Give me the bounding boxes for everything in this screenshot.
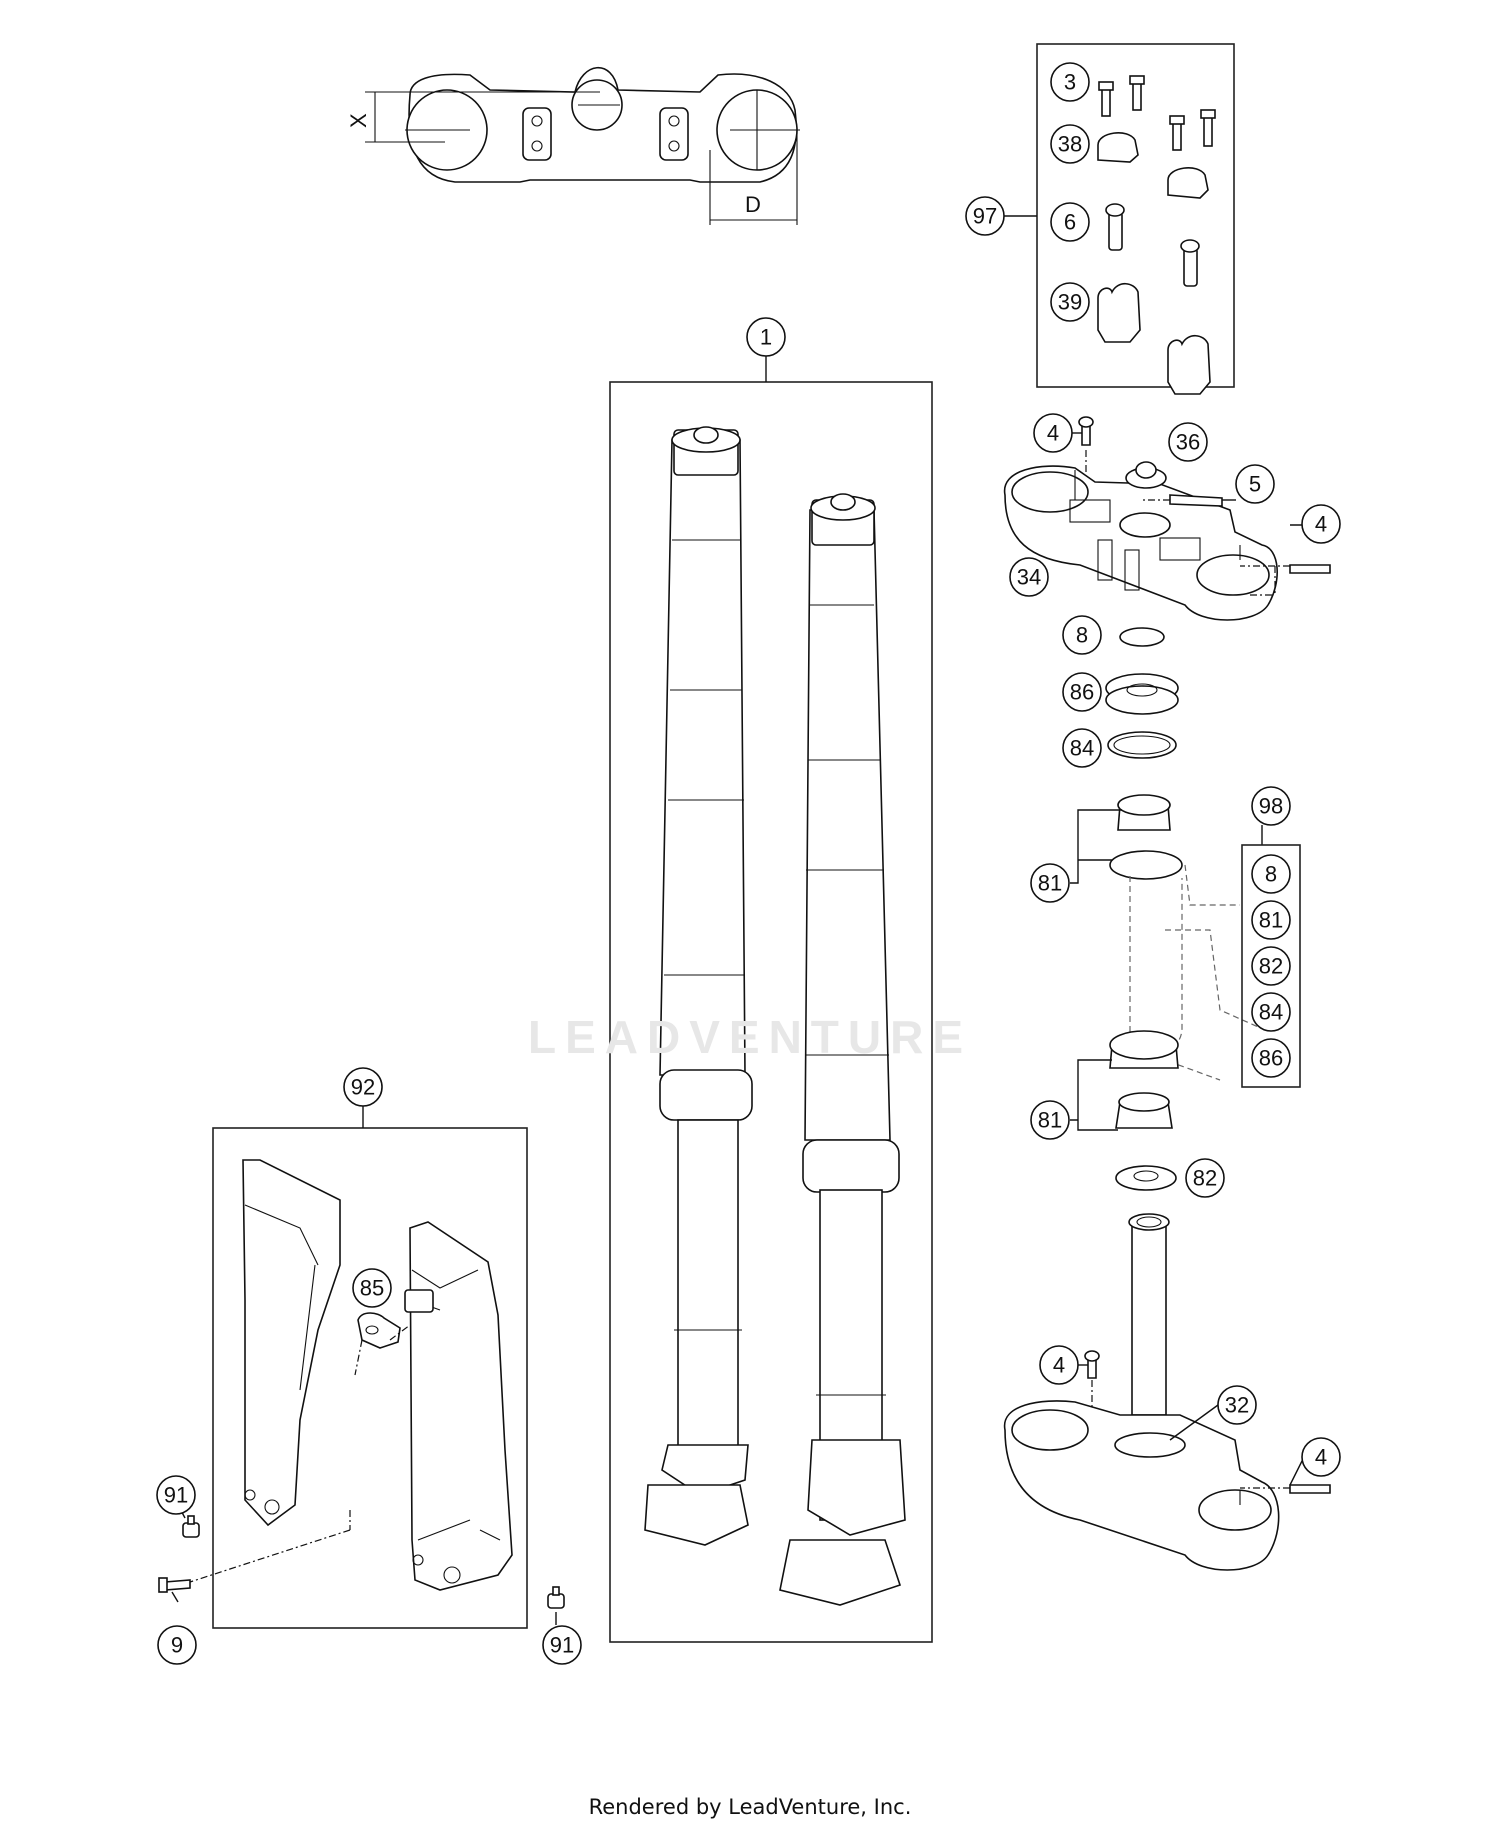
bearing-stack	[1105, 627, 1266, 1191]
svg-text:81: 81	[1038, 871, 1062, 896]
right-fork-leg	[779, 493, 906, 1606]
svg-text:4: 4	[1315, 512, 1327, 537]
callout-39[interactable]: 39	[1050, 282, 1090, 322]
svg-text:36: 36	[1176, 430, 1200, 455]
svg-text:4: 4	[1315, 1445, 1327, 1470]
callout-3[interactable]: 3	[1050, 62, 1090, 102]
callout-98[interactable]: 98	[1251, 786, 1291, 826]
watermark-text: LEADVENTURE	[527, 1011, 973, 1063]
callout-81-upper[interactable]: 81	[1030, 863, 1070, 903]
svg-text:8: 8	[1265, 862, 1277, 887]
svg-text:91: 91	[164, 1483, 188, 1508]
callout-86[interactable]: 86	[1062, 672, 1102, 712]
svg-text:85: 85	[360, 1276, 384, 1301]
callout-84[interactable]: 84	[1062, 728, 1102, 768]
svg-text:98: 98	[1259, 794, 1283, 819]
dimension-x: X	[346, 91, 600, 143]
left-fork-leg	[644, 426, 753, 1546]
svg-text:86: 86	[1259, 1046, 1283, 1071]
svg-text:82: 82	[1259, 954, 1283, 979]
loose-bolts	[158, 1515, 565, 1609]
callout-85[interactable]: 85	[352, 1268, 392, 1308]
callout-91-left[interactable]: 91	[156, 1475, 196, 1515]
callout-9[interactable]: 9	[157, 1625, 197, 1665]
svg-text:86: 86	[1070, 680, 1094, 705]
callout-4-upper-right[interactable]: 4	[1301, 504, 1341, 544]
svg-text:5: 5	[1249, 472, 1261, 497]
svg-text:84: 84	[1070, 736, 1094, 761]
fork-assembly-box	[609, 381, 933, 1643]
callout-34[interactable]: 34	[1009, 557, 1049, 597]
dimension-d: D	[709, 130, 798, 225]
kit-98-item-86[interactable]: 86	[1251, 1038, 1291, 1078]
callout-8[interactable]: 8	[1062, 615, 1102, 655]
kit-97-parts	[1097, 75, 1216, 395]
svg-text:97: 97	[973, 204, 997, 229]
callout-81-lower[interactable]: 81	[1030, 1100, 1070, 1140]
svg-text:4: 4	[1047, 421, 1059, 446]
svg-text:4: 4	[1053, 1353, 1065, 1378]
svg-text:34: 34	[1017, 565, 1041, 590]
dimension-d-label: D	[745, 192, 761, 217]
callout-38[interactable]: 38	[1050, 124, 1090, 164]
fork-guards	[242, 1159, 513, 1591]
callout-82[interactable]: 82	[1185, 1158, 1225, 1198]
svg-text:91: 91	[550, 1633, 574, 1658]
callout-97[interactable]: 97	[965, 196, 1005, 236]
kit-98-item-8[interactable]: 8	[1251, 854, 1291, 894]
reference-triple-clamp	[405, 66, 800, 183]
callout-4-lower-right[interactable]: 4	[1301, 1437, 1341, 1477]
kit-98-item-81[interactable]: 81	[1251, 900, 1291, 940]
dimension-x-label: X	[346, 113, 371, 128]
callout-4-lower-left[interactable]: 4	[1039, 1345, 1079, 1385]
svg-text:32: 32	[1225, 1393, 1249, 1418]
svg-text:6: 6	[1064, 210, 1076, 235]
svg-text:8: 8	[1076, 623, 1088, 648]
svg-text:3: 3	[1064, 70, 1076, 95]
svg-text:92: 92	[351, 1075, 375, 1100]
callout-1[interactable]: 1	[746, 317, 786, 357]
svg-text:1: 1	[760, 325, 772, 350]
callout-32[interactable]: 32	[1217, 1385, 1257, 1425]
fork-guard-box	[212, 1127, 528, 1629]
kit-98-box	[1241, 844, 1301, 1088]
footer-credit: Rendered by LeadVenture, Inc.	[588, 1795, 912, 1819]
svg-text:81: 81	[1259, 908, 1283, 933]
svg-text:38: 38	[1058, 132, 1082, 157]
lower-triple-clamp	[1003, 1213, 1331, 1571]
callout-36[interactable]: 36	[1168, 422, 1208, 462]
svg-text:82: 82	[1193, 1166, 1217, 1191]
svg-text:84: 84	[1259, 1000, 1283, 1025]
callout-5[interactable]: 5	[1235, 464, 1275, 504]
kit-98-item-84[interactable]: 84	[1251, 992, 1291, 1032]
svg-text:39: 39	[1058, 290, 1082, 315]
upper-triple-clamp	[1003, 416, 1331, 621]
callout-4-upper-left[interactable]: 4	[1033, 413, 1073, 453]
svg-text:9: 9	[171, 1633, 183, 1658]
svg-text:81: 81	[1038, 1108, 1062, 1133]
callout-91-right[interactable]: 91	[542, 1625, 582, 1665]
kit-98-item-82[interactable]: 82	[1251, 946, 1291, 986]
callout-6[interactable]: 6	[1050, 202, 1090, 242]
callout-92[interactable]: 92	[343, 1067, 383, 1107]
